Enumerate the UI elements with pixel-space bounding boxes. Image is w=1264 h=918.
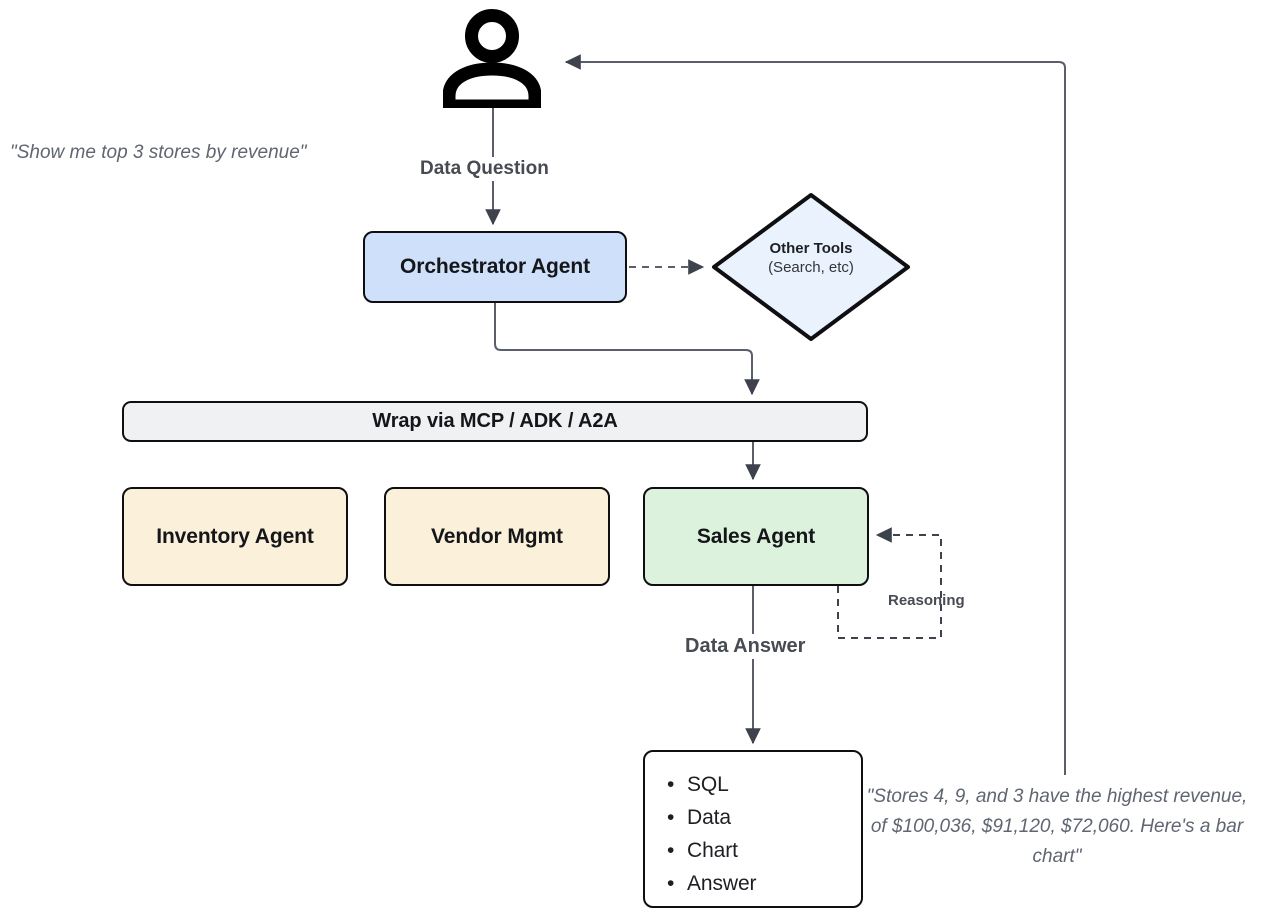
edge-label-reasoning: Reasoning — [888, 592, 965, 609]
node-mcp-wrapper-bar-label: Wrap via MCP / ADK / A2A — [372, 410, 618, 432]
list-item: Data — [667, 801, 861, 834]
node-sales-agent[interactable]: Sales Agent — [643, 487, 869, 586]
assistant-response-quote: "Stores 4, 9, and 3 have the highest rev… — [866, 786, 1248, 867]
output-artifact-list: SQL Data Chart Answer — [667, 768, 861, 900]
node-output-artifacts[interactable]: SQL Data Chart Answer — [643, 750, 863, 908]
node-vendor-mgmt-label: Vendor Mgmt — [431, 524, 563, 548]
user-question-quote: "Show me top 3 stores by revenue" — [10, 142, 307, 163]
node-sales-agent-label: Sales Agent — [696, 524, 816, 548]
list-item: Answer — [667, 867, 861, 900]
node-vendor-mgmt[interactable]: Vendor Mgmt — [384, 487, 610, 586]
node-mcp-wrapper-bar[interactable]: Wrap via MCP / ADK / A2A — [122, 401, 868, 442]
node-orchestrator-agent-label: Orchestrator Agent — [400, 255, 590, 278]
node-other-tools-labels: Other Tools (Search, etc) — [709, 240, 913, 278]
list-item: Chart — [667, 834, 861, 867]
node-orchestrator-agent[interactable]: Orchestrator Agent — [363, 231, 627, 303]
node-other-tools[interactable]: Other Tools (Search, etc) — [709, 190, 913, 344]
list-item: SQL — [667, 768, 861, 801]
node-inventory-agent[interactable]: Inventory Agent — [122, 487, 348, 586]
node-inventory-agent-label: Inventory Agent — [156, 524, 314, 548]
person-icon — [442, 8, 542, 113]
edge-label-data-answer: Data Answer — [678, 634, 813, 659]
edge-label-data-question: Data Question — [413, 157, 556, 181]
node-other-tools-title: Other Tools — [769, 240, 853, 257]
node-other-tools-subtitle: (Search, etc) — [768, 258, 854, 276]
